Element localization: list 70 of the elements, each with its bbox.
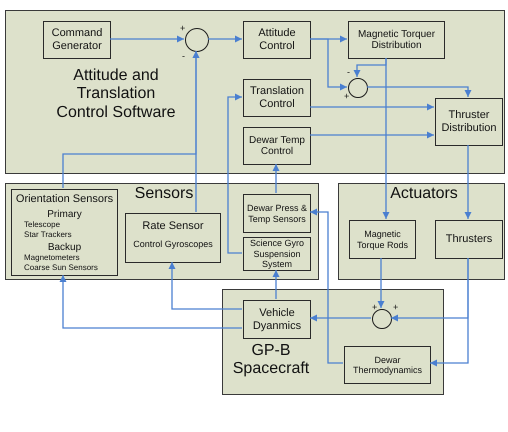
box-label: Thruster Distribution <box>440 109 498 135</box>
box-label: Command Generator <box>50 27 104 53</box>
summing-junction <box>348 78 368 98</box>
box-sublabel: Backup <box>48 242 82 254</box>
summing-junction <box>185 28 209 52</box>
box-label: Dewar Thermodynamics <box>352 354 424 376</box>
process-box <box>243 300 311 339</box>
panel-title: Actuators <box>389 185 459 204</box>
process-box <box>43 21 111 59</box>
process-box <box>125 213 221 263</box>
box-sublabel: Primary <box>47 208 82 220</box>
box-sublabel: Coarse Sun Sensors <box>23 262 99 272</box>
box-sublabel: Star Trackers <box>23 230 73 239</box>
process-box <box>243 194 311 233</box>
arrow <box>464 145 472 219</box>
arrow <box>208 36 242 42</box>
box-label: Dewar Press & Temp Sensors <box>246 203 308 224</box>
group-panel <box>5 10 505 174</box>
arrow <box>272 164 280 193</box>
box-label: Orientation Sensors <box>16 193 114 206</box>
sign-label: + <box>180 24 186 33</box>
arrow <box>272 270 280 299</box>
process-box <box>435 220 503 259</box>
arrow <box>310 314 371 322</box>
arrow <box>60 275 242 329</box>
box-sublabel: Control Gyroscopes <box>133 238 213 249</box>
process-box <box>11 189 118 276</box>
group-panel <box>222 289 444 395</box>
arrow <box>310 104 434 110</box>
box-label: Translation Control <box>248 85 305 111</box>
box-label: Dewar Temp Control <box>248 134 306 158</box>
arrow <box>382 58 390 219</box>
process-box <box>349 220 416 259</box>
arrow <box>310 132 434 138</box>
arrow <box>310 208 343 364</box>
panel-title: Sensors <box>134 185 194 204</box>
box-sublabel: Magnetometers <box>23 253 81 262</box>
sign-label: - <box>347 68 350 77</box>
box-sublabel: Telescope <box>23 220 62 230</box>
box-label: Rate Sensor <box>142 220 204 233</box>
box-label: Science Gyro Suspension System <box>248 238 306 270</box>
process-box <box>435 98 503 146</box>
arrow <box>168 262 242 310</box>
panel-title: Attitude and Translation Control Software <box>56 67 176 122</box>
arrow <box>378 258 384 308</box>
sign-label: + <box>393 303 398 312</box>
arrow <box>430 258 469 366</box>
process-box <box>243 127 311 165</box>
panel-title: GP-B Spacecraft <box>232 342 310 379</box>
sign-label: + <box>372 303 378 312</box>
arrow <box>367 86 472 97</box>
process-box <box>243 21 311 59</box>
box-label: Thrusters <box>446 233 492 246</box>
group-panel <box>5 183 319 280</box>
arrow <box>110 36 184 42</box>
group-panel <box>338 183 505 280</box>
sign-label: + <box>344 92 350 101</box>
sign-label: - <box>182 52 185 61</box>
process-box <box>243 237 311 271</box>
arrow <box>227 94 242 254</box>
process-box <box>348 21 445 59</box>
box-label: Magnetic Torquer Distribution <box>356 28 436 52</box>
process-box <box>243 79 311 117</box>
summing-junction <box>372 309 392 329</box>
arrow <box>62 51 200 188</box>
arrow <box>310 38 347 90</box>
box-label: Vehicle Dyanmics <box>252 306 302 332</box>
box-label: Attitude Control <box>257 27 297 53</box>
box-label: Magnetic Torque Rods <box>356 229 410 250</box>
process-box <box>344 346 431 384</box>
